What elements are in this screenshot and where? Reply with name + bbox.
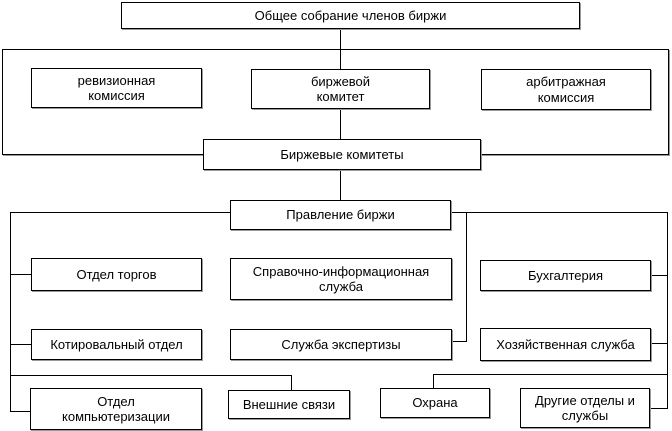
connector-bottom-left xyxy=(10,375,292,376)
node-security-label: Охрана xyxy=(412,395,458,411)
connector-board-right xyxy=(451,212,668,213)
node-quotation-department: Котировальный отдел xyxy=(31,329,202,360)
connector-stub-expertise xyxy=(452,341,467,342)
node-accounting-label: Бухгалтерия xyxy=(527,267,604,283)
node-computerization-department: Отдел компьютеризации xyxy=(30,388,202,430)
node-exchange-committees-label: Биржевые комитеты xyxy=(280,146,404,162)
connector-drop-security xyxy=(433,374,434,389)
node-other-departments-label: Другие отделы и службы xyxy=(535,392,635,423)
connector-right-trunk xyxy=(667,212,668,409)
node-revision-commission-label: ревизионная комиссия xyxy=(77,72,156,103)
connector-stub-household xyxy=(651,343,668,344)
node-exchange-committees: Биржевые комитеты xyxy=(203,139,481,170)
node-household-service-label: Хозяйственная служба xyxy=(496,336,635,352)
node-accounting: Бухгалтерия xyxy=(480,260,651,291)
node-external-relations: Внешние связи xyxy=(228,390,350,419)
connector-drop-external xyxy=(291,375,292,391)
node-exchange-board: Правление биржи xyxy=(230,200,451,230)
node-arbitration-commission-label: арбитражная комиссия xyxy=(526,74,606,105)
connector-stub-accounting xyxy=(651,275,668,276)
node-trading-department: Отдел торгов xyxy=(31,258,202,291)
node-computerization-department-label: Отдел компьютеризации xyxy=(62,393,170,424)
connector-stub-computerization xyxy=(10,411,31,412)
node-info-service: Справочно-информационная служба xyxy=(230,258,452,300)
node-external-relations-label: Внешние связи xyxy=(242,396,336,412)
node-expertise-service: Служба экспертизы xyxy=(230,329,452,360)
node-info-service-label: Справочно-информационная служба xyxy=(252,263,430,294)
node-security: Охрана xyxy=(380,388,490,418)
connector-stub-trading xyxy=(10,274,32,275)
node-quotation-department-label: Котировальный отдел xyxy=(50,336,183,352)
node-exchange-board-label: Правление биржи xyxy=(286,207,395,223)
node-other-departments: Другие отделы и службы xyxy=(520,388,650,428)
connector-stub-quotation xyxy=(10,344,32,345)
connector-left-trunk xyxy=(10,212,11,412)
connector-meeting-committee xyxy=(340,29,341,70)
node-expertise-service-label: Служба экспертизы xyxy=(281,336,401,352)
node-exchange-committee-label: биржевой комитет xyxy=(310,73,371,104)
node-arbitration-commission: арбитражная комиссия xyxy=(481,69,651,110)
connector-committee-committees xyxy=(340,108,341,140)
node-general-meeting: Общее собрание членов биржи xyxy=(121,2,580,29)
connector-board-left xyxy=(10,212,231,213)
node-general-meeting-label: Общее собрание членов биржи xyxy=(254,7,447,23)
connector-stub-other xyxy=(650,408,668,409)
node-trading-department-label: Отдел торгов xyxy=(76,266,157,282)
connector-mid-trunk xyxy=(466,212,467,342)
node-revision-commission: ревизионная комиссия xyxy=(31,68,202,108)
node-exchange-committee: биржевой комитет xyxy=(251,69,430,109)
connector-committees-board xyxy=(340,170,341,201)
connector-bottom-right xyxy=(433,374,668,375)
node-household-service: Хозяйственная служба xyxy=(480,328,651,361)
